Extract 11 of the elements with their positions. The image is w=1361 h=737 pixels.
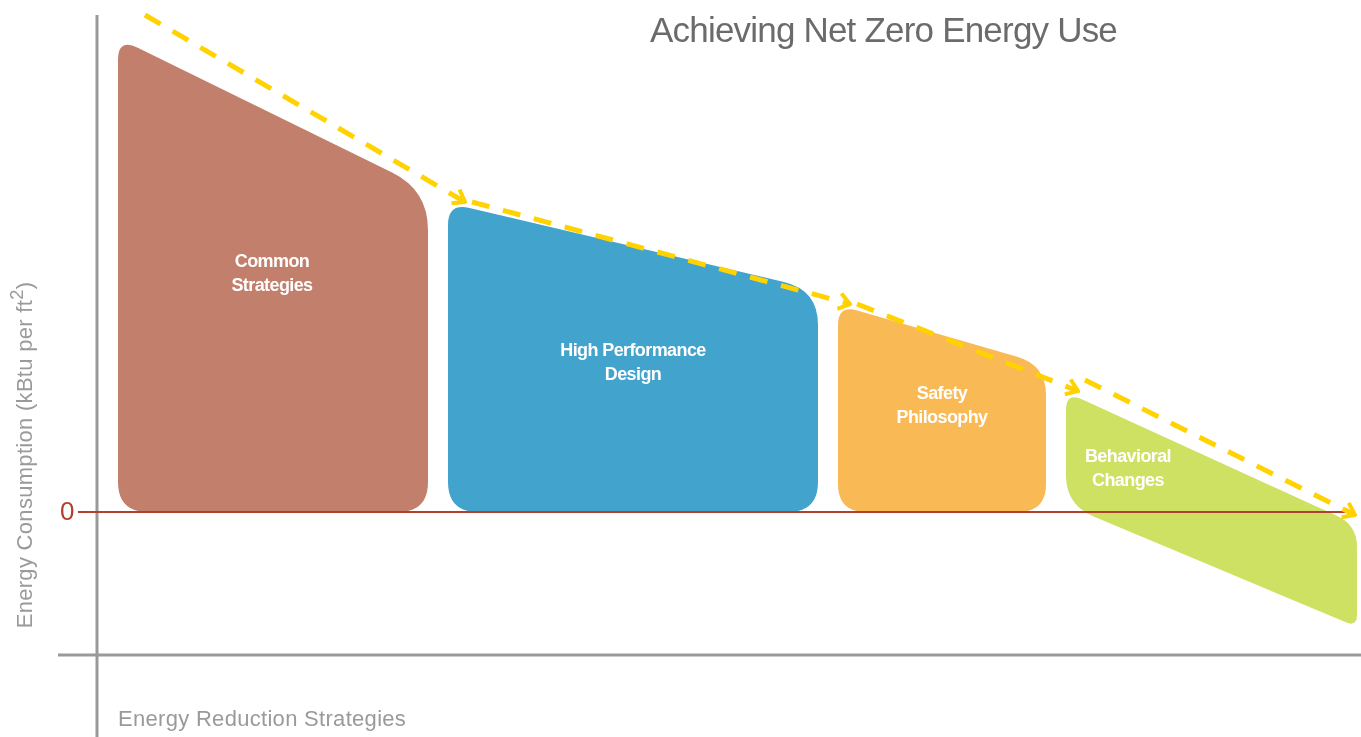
strategy-label: High Performance Design	[559, 339, 707, 386]
x-axis-label: Energy Reduction Strategies	[118, 706, 407, 732]
strategy-label: Behavioral Changes	[1083, 445, 1172, 492]
dashed-arrow	[471, 199, 852, 311]
dashed-arrow	[856, 301, 1080, 397]
strategy-label: Safety Philosophy	[895, 382, 989, 429]
strategy-label: Common Strategies	[230, 250, 314, 297]
dashed-arrow	[1083, 377, 1357, 520]
title: Achieving Net Zero Energy Use	[650, 10, 1118, 50]
tick-label: 0	[60, 496, 75, 527]
dashed-arrow	[143, 12, 467, 206]
